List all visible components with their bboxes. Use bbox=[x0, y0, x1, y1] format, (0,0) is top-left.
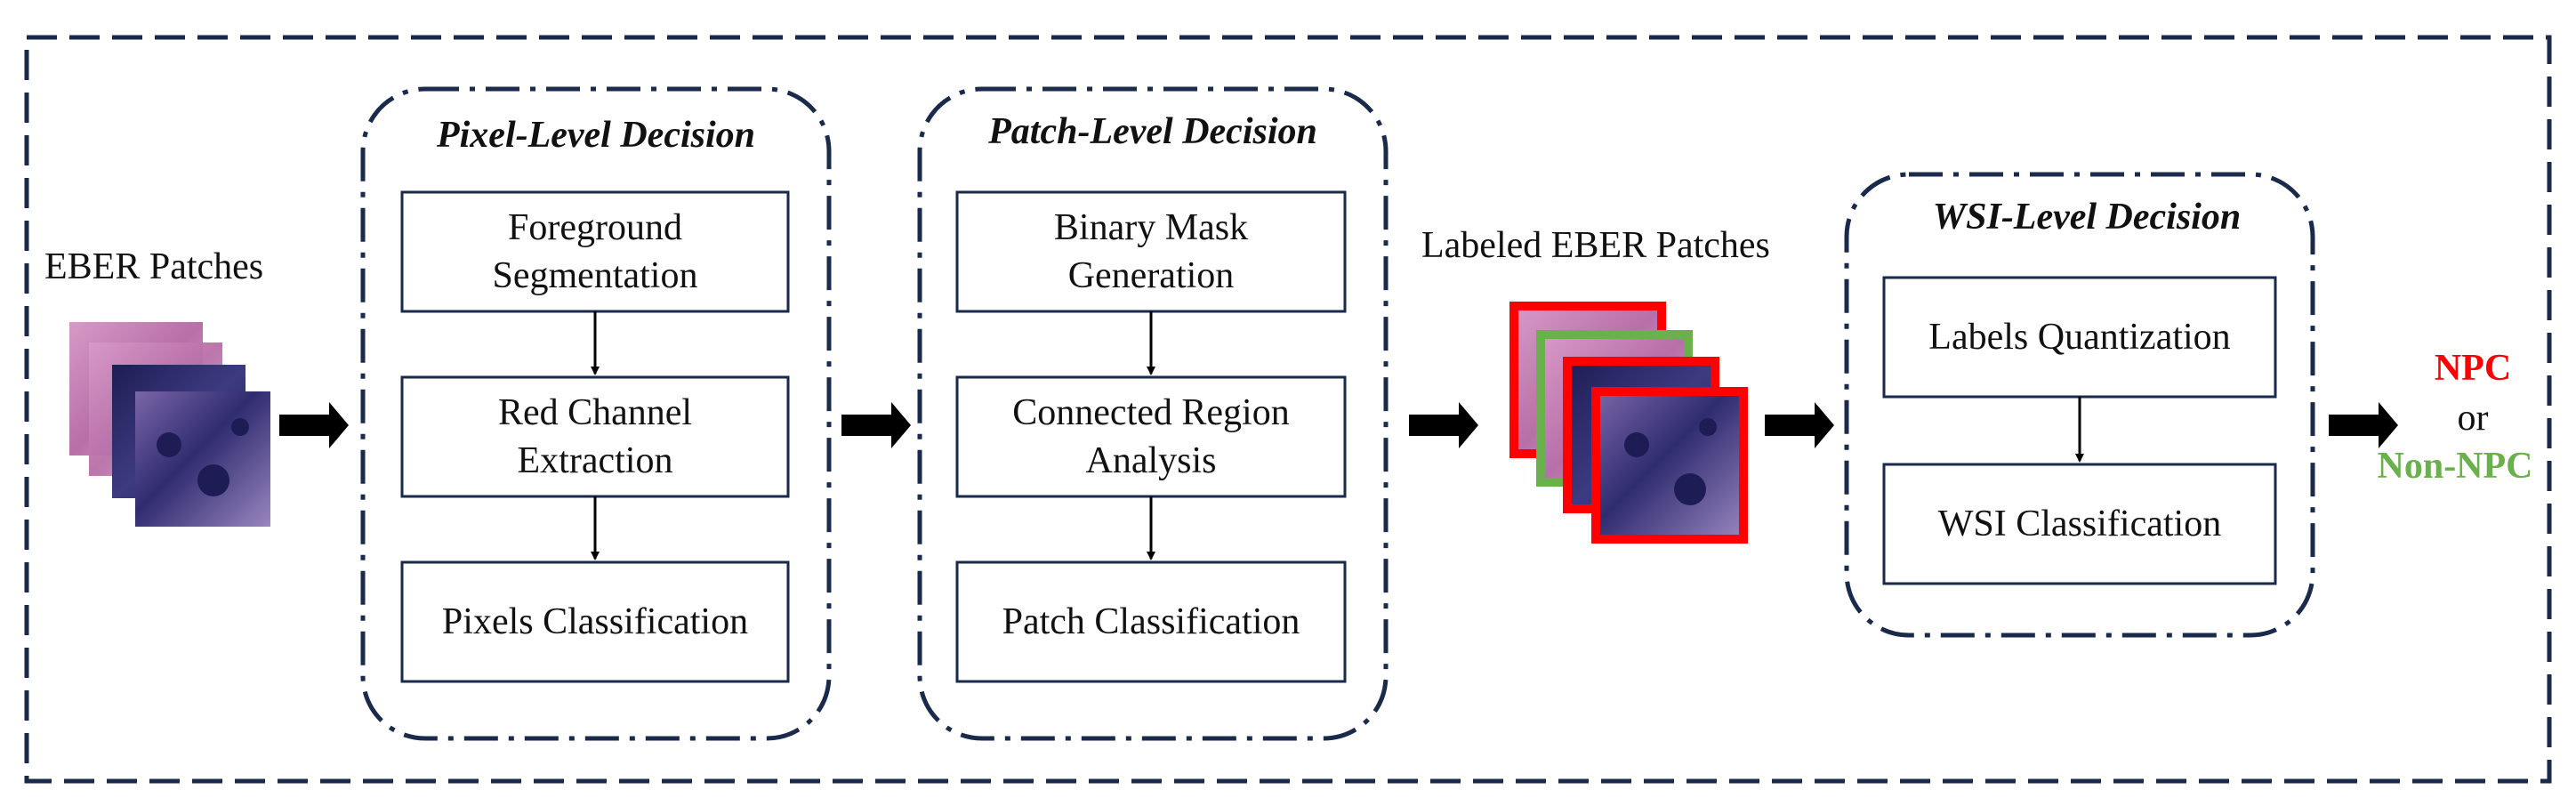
pixel-step-3-line1: Pixels Classification bbox=[441, 601, 749, 642]
patch-step-2-line1: Connected Region bbox=[1012, 392, 1290, 433]
wsi-step-2-label: WSI Classification bbox=[1884, 464, 2275, 584]
outer-frame bbox=[24, 35, 2552, 784]
flow-arrows bbox=[279, 402, 2398, 448]
input-patch-4 bbox=[135, 391, 270, 527]
patch-step-3-line1: Patch Classification bbox=[1002, 601, 1300, 642]
input-patch-cell bbox=[157, 432, 181, 457]
wsi-step-1-box bbox=[1882, 276, 2277, 399]
patch-step-1-line1: Binary Mask bbox=[1053, 207, 1249, 248]
labeled-patch-cell bbox=[1674, 473, 1706, 505]
patch-group-frame bbox=[917, 86, 1389, 741]
output-negative: Non-NPC bbox=[2377, 446, 2533, 487]
pixel-step-2-box bbox=[400, 375, 790, 498]
arrow-wsi-to-output bbox=[2329, 402, 2398, 448]
wsi-group-frame bbox=[1844, 172, 2315, 638]
patch-step-2-box bbox=[955, 375, 1347, 498]
wsi-group-title: WSI-Level Decision bbox=[1900, 196, 2274, 238]
input-patch-cell bbox=[197, 464, 229, 496]
labeled-patch-cell bbox=[1699, 418, 1717, 436]
arrow-labeled-to-wsi bbox=[1765, 402, 1834, 448]
input-patch-cell bbox=[231, 418, 249, 436]
pixel-group-frame bbox=[360, 86, 832, 741]
pixel-step-2-line1: Red Channel bbox=[497, 392, 693, 433]
wsi-step-2-line1: WSI Classification bbox=[1937, 504, 2222, 544]
patch-step-3-box bbox=[955, 560, 1347, 683]
wsi-step-1-line1: Labels Quantization bbox=[1928, 317, 2231, 358]
patch-step-3-label: Patch Classification bbox=[957, 562, 1345, 681]
input-label: EBER Patches bbox=[44, 246, 264, 287]
labeled-patch-red-3 bbox=[1591, 387, 1748, 544]
patch-group-title: Patch-Level Decision bbox=[966, 110, 1340, 153]
arrow-patch-to-labeled bbox=[1409, 402, 1478, 448]
pixel-step-2-line2: Extraction bbox=[517, 440, 673, 481]
pixel-step-1-line2: Segmentation bbox=[492, 255, 698, 296]
arrow-input-to-pixel bbox=[279, 402, 349, 448]
output-connector: or bbox=[2457, 398, 2489, 439]
patch-step-2-line2: Analysis bbox=[1085, 440, 1217, 481]
output-positive: NPC bbox=[2434, 348, 2512, 389]
labeled-label: Labeled EBER Patches bbox=[1421, 225, 1770, 266]
wsi-step-1-label: Labels Quantization bbox=[1884, 278, 2275, 397]
pixel-step-1-box bbox=[400, 190, 790, 313]
arrow-pixel-to-patch bbox=[841, 402, 911, 448]
input-patch-stack bbox=[69, 322, 270, 527]
patch-step-1-box bbox=[955, 190, 1347, 313]
pixel-group-title: Pixel-Level Decision bbox=[409, 114, 783, 157]
labeled-patch-cell bbox=[1624, 432, 1649, 457]
pixel-step-3-label: Pixels Classification bbox=[402, 562, 788, 681]
pixel-step-1-line1: Foreground bbox=[508, 207, 682, 248]
pixel-step-3-box bbox=[400, 560, 790, 683]
patch-step-1-line2: Generation bbox=[1067, 255, 1235, 296]
labeled-patch-stack bbox=[1509, 302, 1748, 544]
wsi-step-2-box bbox=[1882, 463, 2277, 585]
